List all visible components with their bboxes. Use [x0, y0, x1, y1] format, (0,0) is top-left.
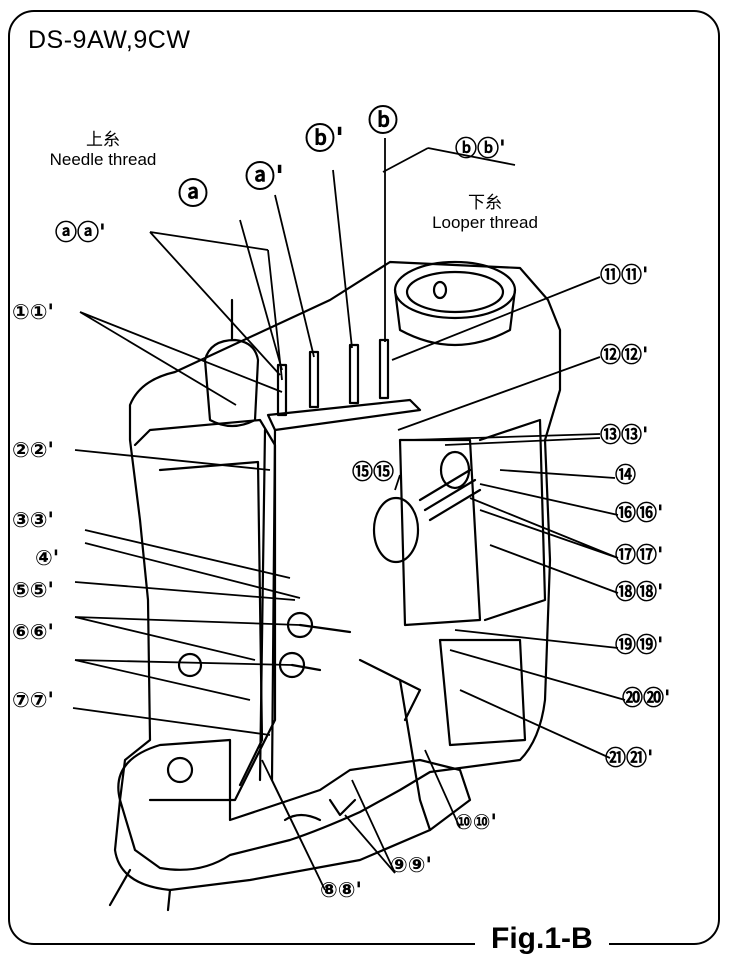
callout-11: ⑪⑪' [600, 263, 649, 287]
callout-13: ⑬⑬' [600, 423, 649, 447]
tension-disc-large [372, 496, 420, 564]
bed-lower-edge [108, 868, 132, 907]
callout-7: ⑦⑦' [12, 688, 54, 712]
tension-rod-1 [298, 623, 352, 634]
callout-21: ㉑㉑' [605, 746, 654, 770]
needle-thread-jp: 上糸 [86, 130, 120, 149]
callout-1: ①①' [12, 300, 54, 324]
looper-thread-en: Looper thread [432, 213, 538, 232]
needle-thread-label: 上糸 Needle thread [28, 130, 178, 170]
figure-caption: Fig.1-B [475, 922, 609, 956]
feed-dog [328, 798, 357, 817]
tension-spring [418, 468, 482, 522]
callout-b: ⓑ [368, 104, 398, 139]
thread-cone-side [393, 288, 517, 346]
side-plate [478, 418, 547, 622]
machine-arm [133, 418, 277, 802]
thread-cone-inner [405, 270, 505, 314]
looper-lever-2 [358, 658, 422, 722]
center-plate [398, 438, 482, 627]
callout-8: ⑧⑧' [320, 878, 362, 902]
callout-16: ⑯⑯' [615, 501, 664, 525]
callout-4: ④' [35, 546, 60, 570]
callout-20: ⑳⑳' [622, 686, 671, 710]
thread-cone-top [393, 260, 517, 320]
callout-9: ⑨⑨' [390, 853, 432, 877]
callout-b-prime: ⓑ' [305, 122, 345, 157]
leader-lines [72, 138, 626, 891]
bed-lower-edge-2 [166, 888, 172, 912]
knob-left [177, 652, 203, 678]
guide-bar [266, 398, 422, 432]
cone-spindle [432, 280, 448, 300]
callout-17: ⑰⑰' [615, 543, 664, 567]
callout-a-a-prime: ⓐⓐ' [55, 221, 106, 246]
tension-disc-small [439, 450, 471, 490]
looper-thread-label: 下糸 Looper thread [410, 193, 560, 233]
guide-post-3 [348, 343, 360, 405]
callout-5: ⑤⑤' [12, 578, 54, 602]
callout-b-b-prime: ⓑⓑ' [455, 137, 506, 162]
arm-inner [158, 460, 264, 787]
callout-12: ⑫⑫' [600, 343, 649, 367]
callout-6: ⑥⑥' [12, 620, 54, 644]
callout-10: ⑩⑩' [455, 810, 497, 834]
knob-bottom [166, 756, 194, 784]
needle-thread-en: Needle thread [49, 150, 157, 169]
tension-rod-2 [290, 663, 322, 672]
callout-14: ⑭ [615, 463, 636, 487]
looper-thread-jp: 下糸 [468, 193, 502, 212]
guide-post-2 [308, 350, 320, 409]
guide-post-4 [378, 338, 390, 400]
callout-15: ⑮⑮ [352, 460, 394, 484]
presser-foot [283, 813, 322, 822]
callout-19: ⑲⑲' [615, 633, 664, 657]
callout-3: ③③' [12, 508, 54, 532]
machine-body [118, 260, 562, 871]
looper-housing [438, 638, 527, 747]
callout-2: ②②' [12, 438, 54, 462]
needle-cone [203, 338, 260, 428]
callout-a-prime: ⓐ' [245, 160, 285, 195]
looper-lever [398, 678, 432, 832]
callout-18: ⑱⑱' [615, 580, 664, 604]
callout-a: ⓐ [178, 177, 208, 212]
figure-frame [8, 10, 720, 945]
needle-bar [258, 428, 277, 782]
model-title: DS-9AW,9CW [28, 26, 191, 54]
